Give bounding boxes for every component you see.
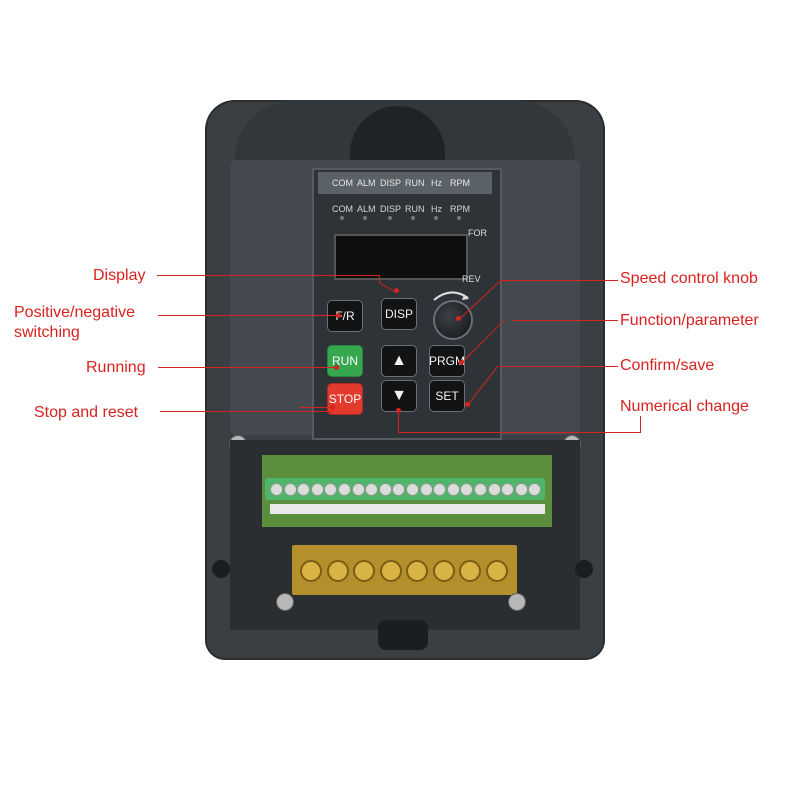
callout-stop-reset: Stop and reset: [34, 404, 139, 421]
leader-num-up: [398, 410, 399, 432]
terminal-screw: [487, 483, 501, 496]
leader-knob: [500, 280, 618, 281]
power-screw: [459, 560, 481, 582]
leader-fr: [158, 315, 338, 316]
callout-display: Display: [93, 267, 146, 284]
led-dot: [457, 216, 461, 220]
callout-confirm-save: Confirm/save: [620, 357, 715, 374]
terminal-screw: [378, 483, 392, 496]
leader-prgm: [513, 320, 618, 321]
led-label-strip: [318, 172, 492, 194]
terminal-screw: [460, 483, 474, 496]
leader-dot-knob: [456, 316, 461, 321]
led-dot: [411, 216, 415, 220]
terminal-screw: [283, 483, 297, 496]
led-label-rpm: RPM: [450, 178, 470, 188]
cable-entry: [378, 620, 428, 650]
display-screen: [334, 234, 468, 280]
speed-control-knob[interactable]: [433, 300, 473, 340]
power-screw: [406, 560, 428, 582]
led-dot: [388, 216, 392, 220]
led-label-hz: Hz: [431, 178, 442, 188]
led-indicator-run: RUN: [405, 204, 425, 214]
side-mount-left: [212, 560, 230, 578]
terminal-screw: [351, 483, 365, 496]
led-label-alm: ALM: [357, 178, 376, 188]
led-label-com: COM: [332, 178, 353, 188]
leader-dot-num: [396, 408, 401, 413]
leader-run: [158, 367, 336, 368]
terminal-screw: [406, 483, 419, 496]
leader-dot-prgm: [459, 360, 464, 365]
power-screw: [353, 560, 375, 582]
leader-display: [157, 275, 379, 276]
bottom-screw-right: [508, 593, 526, 611]
callout-switching: switching: [14, 324, 80, 341]
leader-num-v: [640, 416, 641, 432]
leader-dot-display: [394, 288, 399, 293]
led-label-disp: DISP: [380, 178, 402, 188]
callout-running: Running: [86, 359, 146, 376]
led-dot: [434, 216, 438, 220]
fr-button[interactable]: F/R: [327, 300, 363, 332]
callout-function-parameter: Function/parameter: [620, 312, 759, 329]
led-dot: [340, 216, 344, 220]
leader-dot-run: [334, 365, 339, 370]
bottom-screw-left: [276, 593, 294, 611]
led-dot: [363, 216, 367, 220]
terminal-screw: [365, 483, 379, 496]
run-button[interactable]: RUN: [327, 345, 363, 377]
led-indicator-alm: ALM: [357, 204, 376, 214]
terminal-screw: [514, 483, 528, 496]
side-mount-right: [575, 560, 593, 578]
terminal-screw: [474, 483, 487, 496]
led-label-run: RUN: [405, 178, 425, 188]
terminal-screw: [338, 483, 351, 496]
power-screw: [485, 560, 508, 582]
led-indicator-rpm: RPM: [450, 204, 470, 214]
rev-label: REV: [462, 274, 481, 284]
terminal-screw: [528, 483, 542, 496]
leader-dot-stop: [330, 405, 335, 410]
leader-set: [500, 366, 618, 367]
power-screw: [300, 560, 322, 582]
power-screw: [432, 560, 455, 582]
terminal-screw: [419, 483, 433, 496]
set-button[interactable]: SET: [429, 380, 465, 412]
up-button[interactable]: ▲: [381, 345, 417, 377]
down-button[interactable]: ▼: [381, 380, 417, 412]
terminal-screw: [297, 483, 311, 496]
terminal-screw: [324, 483, 338, 496]
knob-direction-arc-icon: [433, 291, 469, 301]
callout-positive-negative: Positive/negative: [14, 304, 135, 321]
terminal-screw: [270, 483, 283, 496]
terminal-screw: [433, 483, 447, 496]
leader-stop: [160, 411, 332, 412]
terminal-screw: [310, 483, 324, 496]
terminal-label-strip: [270, 504, 545, 514]
power-screw: [379, 560, 402, 582]
terminal-screw: [446, 483, 460, 496]
callout-numerical-change: Numerical change: [620, 398, 749, 415]
terminal-screw: [392, 483, 406, 496]
callout-speed-knob: Speed control knob: [620, 270, 758, 287]
leader-dot-set: [465, 402, 470, 407]
for-label: FOR: [468, 228, 487, 238]
led-indicator-disp: DISP: [380, 204, 402, 214]
led-indicator-hz: Hz: [431, 204, 442, 214]
disp-button[interactable]: DISP: [381, 298, 417, 330]
leader-display-v: [379, 275, 380, 282]
leader-stop-tip: [300, 407, 330, 408]
led-indicator-com: COM: [332, 204, 353, 214]
terminal-screw: [501, 483, 515, 496]
leader-num-h: [398, 432, 641, 433]
stop-button[interactable]: STOP: [327, 383, 363, 415]
power-screw: [326, 560, 349, 582]
leader-dot-fr: [336, 313, 341, 318]
power-terminal-block: [292, 545, 517, 595]
